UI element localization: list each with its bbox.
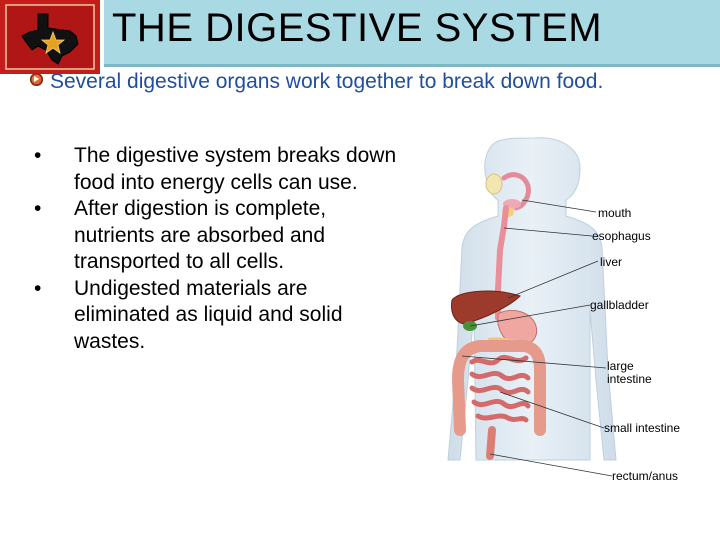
bullet-item: • Undigested materials are eliminated as… [34, 276, 404, 356]
bullet-list: • The digestive system breaks down food … [34, 143, 404, 355]
body-illustration [447, 137, 617, 477]
bullet-dot: • [34, 276, 42, 300]
label-mouth: mouth [598, 206, 632, 220]
label-esophagus: esophagus [592, 229, 651, 243]
label-liver: liver [600, 255, 623, 269]
label-large-intestine: large intestine [607, 359, 652, 386]
texas-star-logo [0, 0, 100, 74]
page-title: THE DIGESTIVE SYSTEM [112, 6, 603, 50]
bullet-text: Undigested materials are eliminated as l… [74, 276, 343, 353]
bullet-item: • After digestion is complete, nutrients… [34, 196, 404, 276]
label-gallbladder: gallbladder [590, 298, 649, 312]
digestive-system-diagram: mouth esophagus liver gallbladder large … [400, 130, 720, 483]
bullet-text: The digestive system breaks down food in… [74, 144, 397, 194]
label-rectum-anus: rectum/anus [612, 469, 679, 483]
title-bar [104, 0, 720, 67]
subtitle: Several digestive organs work together t… [50, 70, 604, 93]
texas-star-logo-icon [0, 0, 100, 74]
bullet-dot: • [34, 197, 42, 220]
label-small-intestine: small intestine [604, 421, 681, 435]
play-bullet-icon [30, 73, 43, 86]
bullet-item: • The digestive system breaks down food … [34, 143, 404, 196]
bullet-text: After digestion is complete, nutrients a… [74, 197, 327, 273]
bullet-dot: • [34, 144, 42, 167]
